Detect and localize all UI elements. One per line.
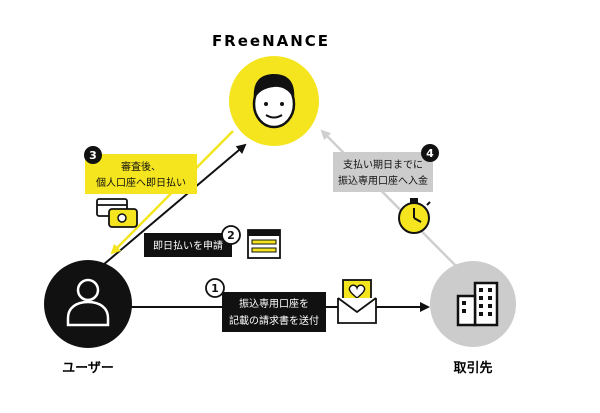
wallet-card-icon — [96, 198, 138, 228]
invoice-envelope-icon — [337, 279, 377, 324]
step-3-number: 3 — [89, 149, 97, 162]
step-3-badge — [84, 146, 102, 164]
step-2: 即日払いを申請 2 — [144, 225, 281, 259]
application-form-icon — [247, 229, 281, 259]
step-2-line1: 即日払いを申請 — [153, 239, 223, 252]
step-1-line2: 記載の請求書を送付 — [229, 314, 319, 327]
client-node: 取引先 — [430, 261, 516, 376]
step-2-badge — [221, 225, 241, 245]
step-4-line2: 振込専用口座へ入金 — [338, 174, 428, 187]
step-4-line1: 支払い期日までに — [343, 158, 423, 171]
user-icon — [66, 278, 110, 327]
step-1: 1 振込専用口座を 記載の請求書を送付 — [205, 278, 377, 332]
step-2-box — [144, 233, 232, 257]
step-4-number: 4 — [426, 147, 434, 160]
step-1-badge — [205, 278, 225, 298]
client-label: 取引先 — [453, 360, 492, 376]
step-4-box — [333, 152, 433, 192]
step-1-number: 1 — [211, 282, 219, 295]
step-4: 4 支払い期日までに 振込専用口座へ入金 — [333, 144, 439, 234]
step-3-box — [85, 154, 197, 194]
step-1-line1: 振込専用口座を — [239, 297, 309, 310]
step-3-line2: 個人口座へ即日払い — [96, 176, 186, 189]
person-face-icon — [252, 74, 296, 129]
user-node: ユーザー — [44, 260, 132, 376]
step-4-badge — [421, 144, 439, 162]
step-1-box — [222, 292, 326, 332]
arrow-user-to-freenance — [102, 143, 247, 266]
user-circle — [44, 260, 132, 348]
user-label: ユーザー — [62, 361, 114, 376]
step-3: 3 審査後、 個人口座へ即日払い — [84, 146, 197, 228]
step-3-line1: 審査後、 — [121, 160, 161, 173]
stopwatch-icon — [398, 198, 431, 234]
freenance-logo: FReeNANCE — [212, 32, 330, 50]
freenance-node — [229, 56, 319, 146]
building-icon — [456, 281, 499, 327]
step-2-number: 2 — [227, 229, 235, 242]
